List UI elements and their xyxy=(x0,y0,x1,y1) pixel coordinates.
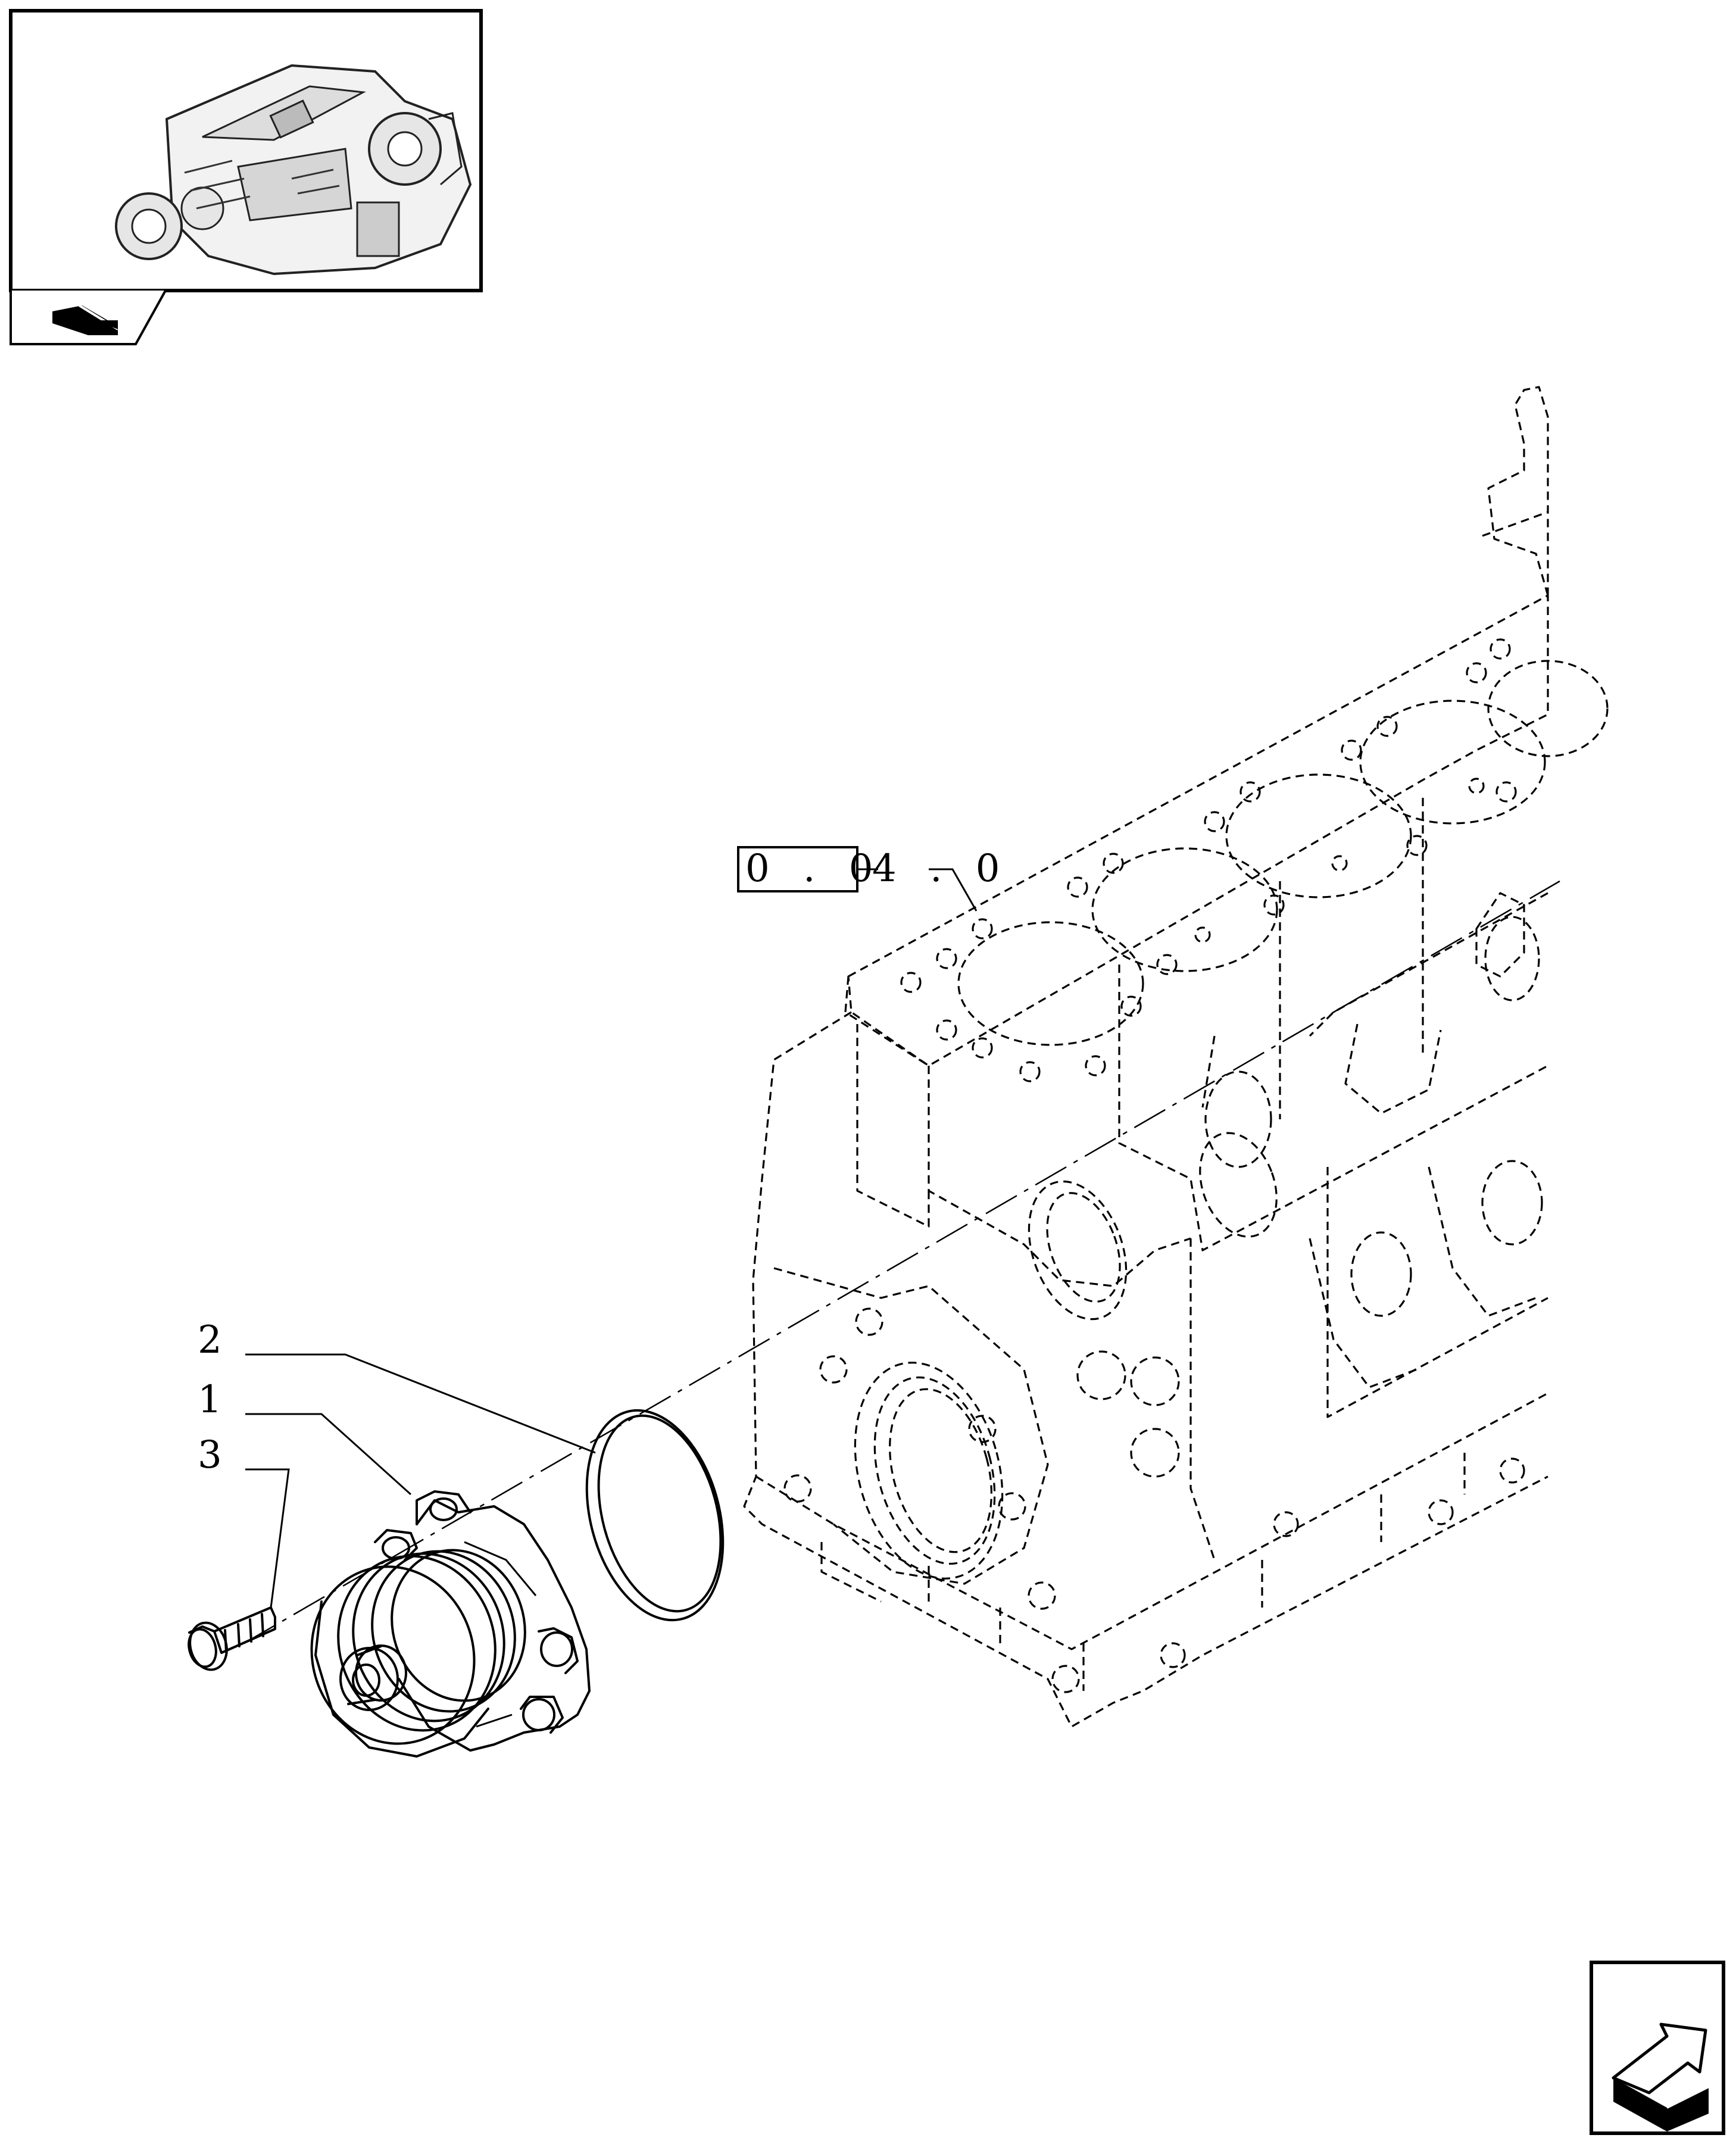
engine-thumbnail[interactable] xyxy=(9,9,483,345)
callout-label-1: 1 xyxy=(198,1378,222,1422)
section-reference[interactable]: 0 . 0 4 . 0 xyxy=(737,846,1010,912)
callout-label-3: 3 xyxy=(198,1433,222,1477)
arrow-next-nav-icon xyxy=(1612,2023,1709,2131)
bolt[interactable] xyxy=(185,1606,276,1674)
reference-boxed-text: 0 . 0 xyxy=(745,847,883,891)
engine-block-reference xyxy=(743,386,1609,1728)
seal-ring[interactable] xyxy=(565,1395,745,1636)
assembly-axis xyxy=(243,880,1560,1644)
deck-bolt-holes xyxy=(900,638,1517,1082)
next-nav-button[interactable] xyxy=(1590,1961,1725,2135)
callout-3: 3 xyxy=(198,1433,290,1608)
callout-1: 1 xyxy=(198,1378,412,1496)
callout-2: 2 xyxy=(198,1318,596,1454)
water-pump[interactable] xyxy=(289,1490,591,1765)
arrow-back-nav-icon[interactable] xyxy=(52,304,119,335)
engine-thumbnail-icon xyxy=(115,64,472,276)
callout-label-2: 2 xyxy=(198,1318,222,1362)
